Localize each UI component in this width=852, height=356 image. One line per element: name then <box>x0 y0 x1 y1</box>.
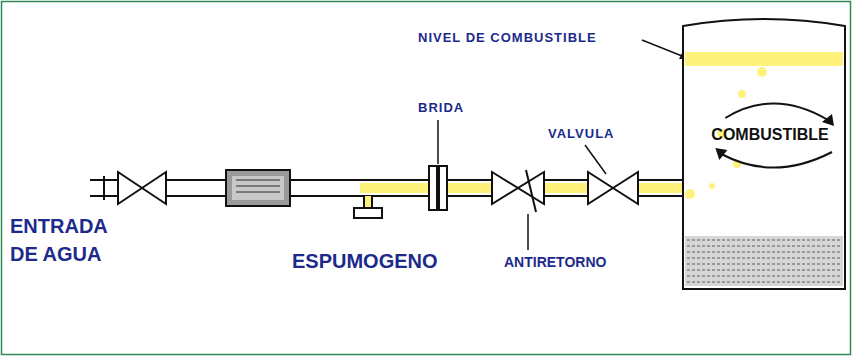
fuel-tank: COMBUSTIBLE <box>682 14 846 290</box>
inlet-label: ENTRADA DE AGUA <box>10 212 130 268</box>
leader-line <box>585 145 606 174</box>
tank-outline <box>682 14 846 290</box>
flange <box>429 166 447 210</box>
leader-line <box>437 120 439 164</box>
gate-valve <box>588 172 638 204</box>
tank-content-label: COMBUSTIBLE <box>711 126 828 144</box>
leader-line <box>527 214 529 250</box>
proportioner <box>226 170 290 206</box>
check-valve <box>492 170 544 212</box>
inlet-symbol <box>90 176 112 200</box>
part-label: ANTIRETORNO <box>504 254 606 270</box>
part-label: BRIDA <box>418 100 464 115</box>
part-label: ESPUMOGENO <box>292 250 438 273</box>
level-label: NIVEL DE COMBUSTIBLE <box>418 30 597 45</box>
part-label: VALVULA <box>548 126 614 141</box>
foam-tank-pickup <box>354 196 382 218</box>
gate-valve <box>118 172 166 204</box>
